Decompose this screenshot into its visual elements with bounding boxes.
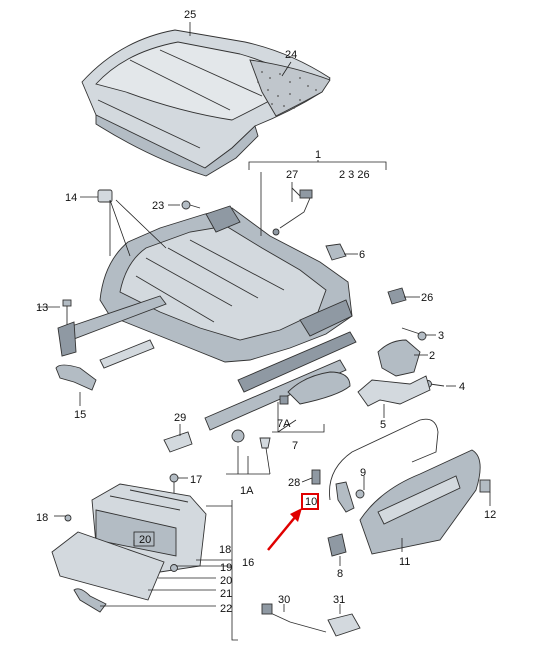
clip-part-28	[311, 469, 321, 485]
label-20-top: 20	[139, 534, 151, 546]
label-21: 21	[220, 588, 232, 600]
label-31: 31	[333, 594, 345, 606]
screw-part-19	[170, 564, 178, 572]
wire-frame-part-9	[329, 418, 439, 501]
backrest-panel-part-11	[359, 449, 481, 555]
clip-part-14	[97, 189, 113, 203]
connector-part-26	[387, 287, 407, 305]
label-1A: 1A	[240, 485, 254, 497]
drawer-part-16	[91, 483, 207, 573]
screw-part-23	[181, 200, 201, 210]
label-25: 25	[184, 9, 196, 21]
seat-heater-dots-part-24	[257, 71, 317, 109]
label-13: 13	[36, 302, 48, 314]
label-1: 1	[315, 149, 321, 161]
part-labels: 25 24 1 27 2 3 26 14 23 6 26 13 3 2 4 15…	[36, 9, 496, 615]
trim-part-7	[287, 371, 351, 405]
label-2: 2	[429, 350, 435, 362]
label-30: 30	[278, 594, 290, 606]
label-24: 24	[285, 49, 297, 61]
label-3: 3	[438, 330, 444, 342]
label-27: 27	[286, 169, 298, 181]
label-15: 15	[74, 409, 86, 421]
label-10-highlighted: 10	[305, 496, 317, 508]
motor-part-6	[325, 243, 347, 261]
label-16: 16	[242, 557, 254, 569]
label-17: 17	[190, 474, 202, 486]
switch-part-8	[327, 533, 347, 557]
bracket-part-2	[377, 339, 421, 377]
knob-part-1A	[231, 429, 271, 449]
highlight-arrow	[267, 508, 302, 551]
label-4: 4	[459, 381, 465, 393]
label-5: 5	[380, 419, 386, 431]
screw-part-3	[401, 327, 427, 341]
clip-part-18	[64, 514, 72, 522]
label-19: 19	[220, 562, 232, 574]
label-20-right: 20	[220, 575, 232, 587]
label-28: 28	[288, 477, 300, 489]
label-12: 12	[484, 509, 496, 521]
clip-part-10	[335, 481, 365, 513]
label-8: 8	[337, 568, 343, 580]
label-20-box	[133, 531, 155, 547]
tray-part-21	[51, 531, 165, 601]
label-18-left: 18	[36, 512, 48, 524]
label-29: 29	[174, 412, 186, 424]
label-23: 23	[152, 200, 164, 212]
clip-part-12	[479, 479, 491, 493]
clip-part-29	[163, 431, 193, 453]
label-9: 9	[360, 467, 366, 479]
bracket-part-5	[357, 375, 431, 407]
label-7A: 7A	[277, 418, 291, 430]
clip-part-7A	[279, 395, 289, 405]
label-22: 22	[220, 603, 232, 615]
pad-part-31	[327, 613, 361, 637]
wire-harness-part-30	[261, 603, 327, 633]
lever-part-15	[55, 339, 155, 391]
label-18-right: 18	[219, 544, 231, 556]
label-14: 14	[65, 192, 77, 204]
label-11: 11	[399, 556, 410, 568]
seat-cushion-part-25	[81, 29, 331, 177]
cable-part-27	[272, 187, 313, 236]
highlight-box	[301, 493, 319, 510]
label-26: 26	[421, 292, 433, 304]
seat-frame-part-1	[59, 205, 357, 431]
label-7: 7	[292, 440, 298, 452]
label-2-3-26: 2 3 26	[339, 169, 370, 181]
bolt-part-13	[57, 299, 77, 357]
handle-part-22	[73, 588, 107, 613]
label-6: 6	[359, 249, 365, 261]
leader-lines	[38, 22, 491, 641]
screw-part-17	[169, 473, 179, 494]
